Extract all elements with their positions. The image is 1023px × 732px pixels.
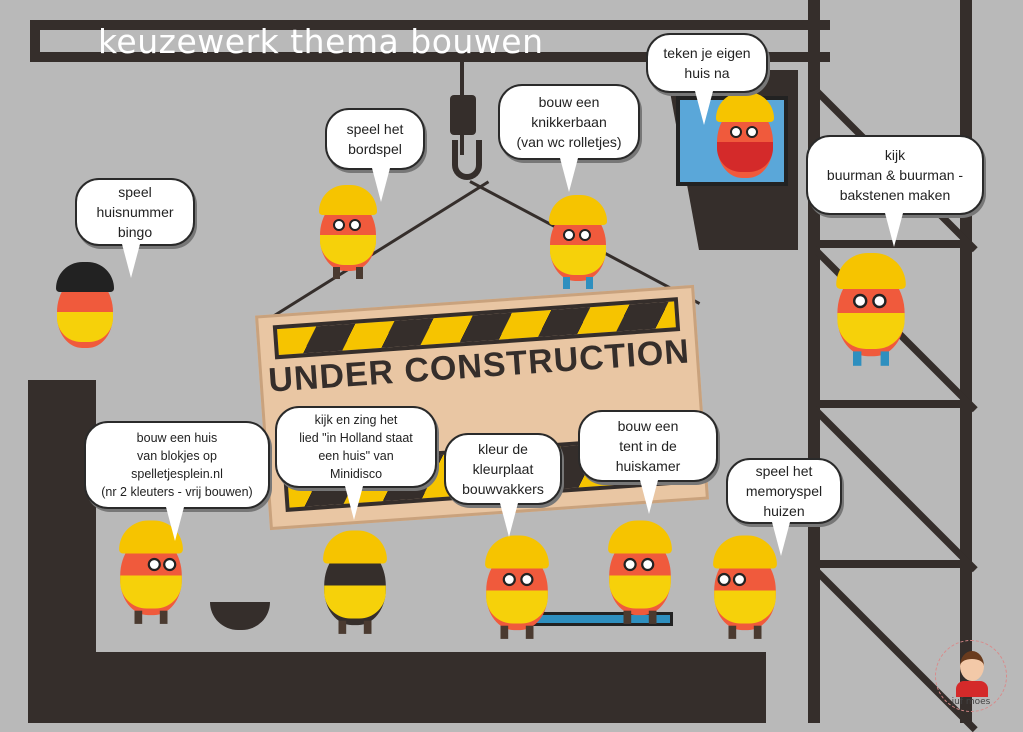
worker-cabin [712, 92, 778, 182]
crane-jib-bottom [30, 52, 830, 62]
logo-text: juf moes [951, 697, 991, 707]
bubble-buurman: kijk buurman & buurman - bakstenen maken [806, 135, 984, 215]
worker-kleurplaat [481, 535, 554, 639]
bubble-tail [345, 486, 363, 520]
ground-platform [28, 652, 766, 723]
worker-buurman [831, 253, 910, 366]
bubble-text: speel het bordspel [346, 121, 404, 157]
page-title: keuzewerk thema bouwen [98, 22, 544, 61]
bubble-tail [772, 522, 790, 556]
juf-moes-logo: juf moes [935, 640, 1007, 712]
bubble-text: speel huisnummer bingo [96, 184, 174, 240]
bubble-tail [372, 168, 390, 202]
worker-bordspel [315, 185, 381, 279]
bubble-tail [885, 213, 903, 247]
hook-icon [452, 140, 482, 180]
bubble-text: teken je eigen huis na [663, 45, 751, 81]
worker-tent [604, 520, 677, 624]
wheelbarrow-icon [210, 602, 270, 630]
bubble-kleurplaat: kleur de kleurplaat bouwvakkers [444, 433, 562, 505]
crane-tower-bar [808, 560, 972, 568]
bubble-huisnummer-bingo: speel huisnummer bingo [75, 178, 195, 246]
bubble-tail [122, 244, 140, 278]
bubble-memoryspel: speel het memoryspel huizen [726, 458, 842, 524]
bubble-eigen-huis: teken je eigen huis na [646, 33, 768, 93]
crane-tower-left [808, 0, 820, 723]
crane-jib-top [30, 20, 830, 30]
logo-shirt [956, 681, 988, 697]
bubble-knikkerbaan: bouw een knikkerbaan (van wc rolletjes) [498, 84, 640, 160]
bubble-text: bouw een knikkerbaan (van wc rolletjes) [516, 94, 622, 150]
bubble-blokjes: bouw een huis van blokjes op spelletjesp… [84, 421, 270, 509]
bubble-bordspel: speel het bordspel [325, 108, 425, 170]
bubble-text: bouw een huis van blokjes op spelletjesp… [101, 431, 253, 499]
crane-jib-end [30, 20, 40, 60]
bubble-text: bouw een tent in de huiskamer [615, 418, 681, 474]
bubble-tail [500, 503, 518, 537]
bubble-text: speel het memoryspel huizen [745, 463, 823, 519]
logo-face-icon [960, 651, 984, 681]
worker-lied [319, 530, 392, 634]
bubble-text: kleur de kleurplaat bouwvakkers [462, 441, 544, 497]
crane-tower-bar [808, 400, 972, 408]
bubble-tail [560, 158, 578, 192]
worker-welder [52, 262, 118, 352]
bubble-tent: bouw een tent in de huiskamer [578, 410, 718, 482]
bubble-lied: kijk en zing het lied "in Holland staat … [275, 406, 437, 488]
crane-tower-right [960, 0, 972, 723]
worker-memoryspel [709, 535, 782, 639]
bubble-tail [166, 507, 184, 541]
hook-block-icon [450, 95, 476, 135]
bubble-text: kijk en zing het lied "in Holland staat … [299, 413, 413, 481]
bubble-tail [640, 480, 658, 514]
worker-knikkerbaan [545, 195, 611, 289]
bubble-text: kijk buurman & buurman - bakstenen maken [826, 147, 964, 203]
bubble-tail [695, 91, 713, 125]
